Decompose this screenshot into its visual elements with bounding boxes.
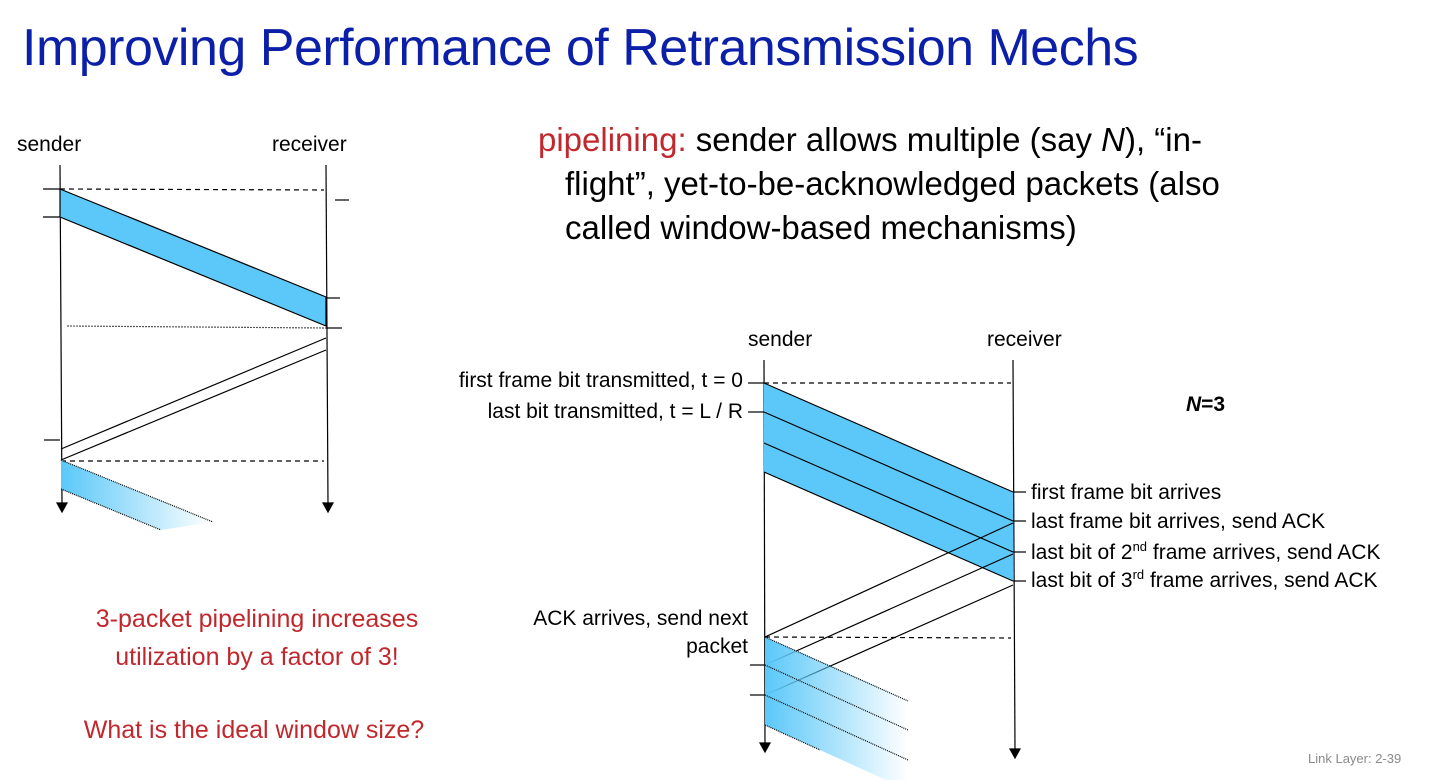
packet-bands xyxy=(764,383,1013,581)
label-text: frame arrives, send ACK xyxy=(1147,541,1381,564)
next-packet-bands xyxy=(765,637,908,780)
label-sup: nd xyxy=(1132,539,1148,554)
arrow-icon xyxy=(1008,748,1022,760)
last-bit-arrives-label: last frame bit arrives, send ACK xyxy=(1031,510,1326,533)
bullet-line-1: pipelining: sender allows multiple (say … xyxy=(538,118,1202,162)
dashed-line xyxy=(59,188,325,191)
left-receiver-label: receiver xyxy=(272,133,347,156)
fading-edge xyxy=(764,694,909,761)
n-value: =3 xyxy=(1201,393,1226,416)
window-size-label: N=3 xyxy=(1186,393,1225,417)
receiver-timeline xyxy=(325,164,329,505)
bullet-line-2: flight”, yet-to-be-acknowledged packets … xyxy=(565,165,1220,202)
first-bit-arrives-label: first frame bit arrives xyxy=(1031,481,1222,504)
bullet-keyword: pipelining: xyxy=(538,121,687,158)
right-pipelining-diagram xyxy=(748,359,1026,780)
frame-edge xyxy=(763,471,1014,582)
frame-edge xyxy=(763,411,1014,522)
next-packet-band xyxy=(61,460,213,530)
ack-line xyxy=(60,349,327,461)
bullet-italic: N xyxy=(1101,121,1125,158)
ack-arrives-label-2: packet xyxy=(686,635,748,658)
last-bit-transmitted-label: last bit transmitted, t = L / R xyxy=(487,400,743,423)
note-line-2: utilization by a factor of 3! xyxy=(115,643,399,671)
label-sup: rd xyxy=(1132,567,1145,582)
left-sender-label: sender xyxy=(17,133,82,156)
slide-title: Improving Performance of Retransmission … xyxy=(22,19,1139,77)
bullet-line-3: called window-based mechanisms) xyxy=(565,209,1077,246)
packet-band xyxy=(59,188,327,327)
first-bit-transmitted-label: first frame bit transmitted, t = 0 xyxy=(458,369,743,392)
bullet-text: ), “in- xyxy=(1124,121,1202,158)
ack-line xyxy=(60,337,327,450)
label-text: last bit of 3 xyxy=(1031,569,1133,592)
dashed-line xyxy=(764,636,1012,639)
label-text: frame arrives, send ACK xyxy=(1144,569,1378,592)
receiver-timeline xyxy=(1012,359,1016,751)
fading-edge xyxy=(60,459,214,523)
left-stop-and-wait-diagram xyxy=(43,164,349,531)
right-receiver-label: receiver xyxy=(987,328,1062,351)
slide-footer: Link Layer: 2-39 xyxy=(1308,751,1402,766)
arrow-icon xyxy=(321,502,335,514)
second-frame-arrives-label: last bit of 2nd frame arrives, send ACK xyxy=(1031,539,1381,565)
sender-timeline xyxy=(59,164,63,505)
ack-line xyxy=(764,553,1014,666)
ack-arrives-label-1: ACK arrives, send next xyxy=(533,607,748,630)
third-frame-arrives-label: last bit of 3rd frame arrives, send ACK xyxy=(1031,567,1378,593)
fading-edge xyxy=(764,636,909,702)
n-italic: N xyxy=(1186,393,1202,416)
note-question: What is the ideal window size? xyxy=(83,716,425,744)
dotted-line xyxy=(66,325,327,329)
arrow-icon xyxy=(758,742,772,754)
note-line-1: 3-packet pipelining increases xyxy=(95,605,419,633)
bullet-text: sender allows multiple (say xyxy=(686,121,1102,158)
arrow-icon xyxy=(55,502,69,514)
frame-edge xyxy=(763,382,1014,493)
fading-edge xyxy=(764,724,821,751)
right-sender-label: sender xyxy=(748,328,813,351)
fading-edge xyxy=(60,488,162,531)
frame-edge xyxy=(763,442,1014,553)
ack-line xyxy=(764,522,1014,638)
label-text: last bit of 2 xyxy=(1031,541,1133,564)
fading-edge xyxy=(764,664,909,731)
